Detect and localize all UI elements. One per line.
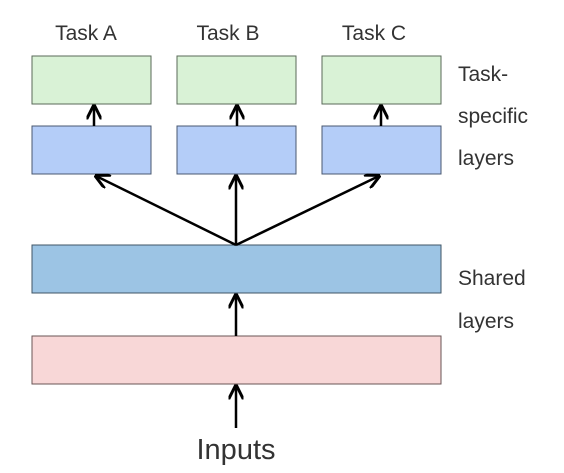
inputs-label: Inputs	[196, 434, 276, 466]
task-b-output-box	[176, 55, 297, 105]
task-a-title: Task A	[55, 22, 117, 45]
shared-label-line-2: layers	[458, 310, 515, 333]
task-specific-label-line-3: layers	[458, 147, 515, 170]
task-b-title: Task B	[196, 22, 260, 45]
task-a-output-box	[31, 55, 152, 105]
input-box	[31, 335, 442, 385]
task-c-title: Task C	[341, 22, 407, 45]
task-specific-label-line-1: Task-	[458, 63, 509, 86]
arrow-shared-to-a	[96, 176, 237, 247]
arrow-shared-to-c	[235, 176, 379, 247]
task-a-specific-layer	[31, 125, 152, 175]
task-specific-label-line-2: specific	[458, 105, 529, 128]
shared-layer-box	[31, 244, 442, 294]
shared-label-line-1: Shared	[458, 267, 526, 290]
task-c-specific-layer	[321, 125, 442, 175]
task-c-output-box	[321, 55, 442, 105]
task-b-specific-layer	[176, 125, 297, 175]
